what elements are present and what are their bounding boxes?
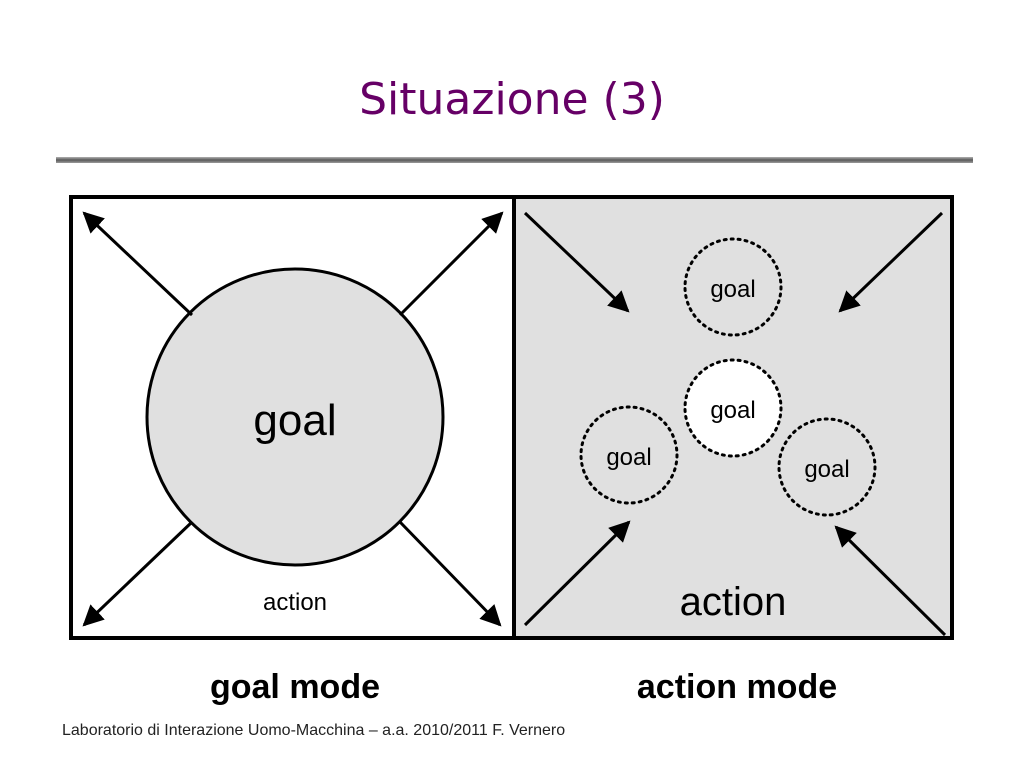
slide-footer: Laboratorio di Interazione Uomo-Macchina…: [62, 722, 566, 739]
goal-mode-caption: goal mode: [210, 668, 380, 706]
goal-circle: [145, 267, 445, 567]
arrow-inward-top-right: [838, 211, 944, 313]
arrow-outward-bottom-right: [398, 520, 502, 627]
action-label-large: action: [680, 580, 787, 624]
goal-bubble-center-label: goal: [710, 397, 755, 424]
arrow-outward-top-left: [82, 211, 194, 317]
slide-title: Situazione (3): [359, 74, 665, 125]
goal-label: goal: [253, 396, 336, 445]
arrow-outward-top-right: [398, 211, 504, 317]
arrow-inward-top-left: [523, 211, 630, 313]
title-divider: [56, 157, 973, 163]
goal-action-diagram: goal action goal goal goal goal action: [62, 185, 962, 715]
action-mode-panel: goal goal goal goal action: [512, 195, 954, 640]
action-mode-caption: action mode: [637, 668, 837, 706]
goal-bubble-left: [579, 405, 679, 505]
action-label-small: action: [263, 589, 327, 616]
goal-bubble-top-label: goal: [710, 276, 755, 303]
goal-bubble-top: [683, 237, 783, 337]
arrow-inward-bottom-left: [523, 520, 631, 627]
goal-bubble-center: [683, 358, 783, 458]
goal-mode-panel: goal action: [69, 195, 516, 640]
goal-bubble-left-label: goal: [606, 444, 651, 471]
goal-bubble-right-label: goal: [804, 456, 849, 483]
arrow-inward-bottom-right: [834, 525, 947, 637]
goal-bubble-right: [777, 417, 877, 517]
arrow-outward-bottom-left: [82, 520, 194, 627]
